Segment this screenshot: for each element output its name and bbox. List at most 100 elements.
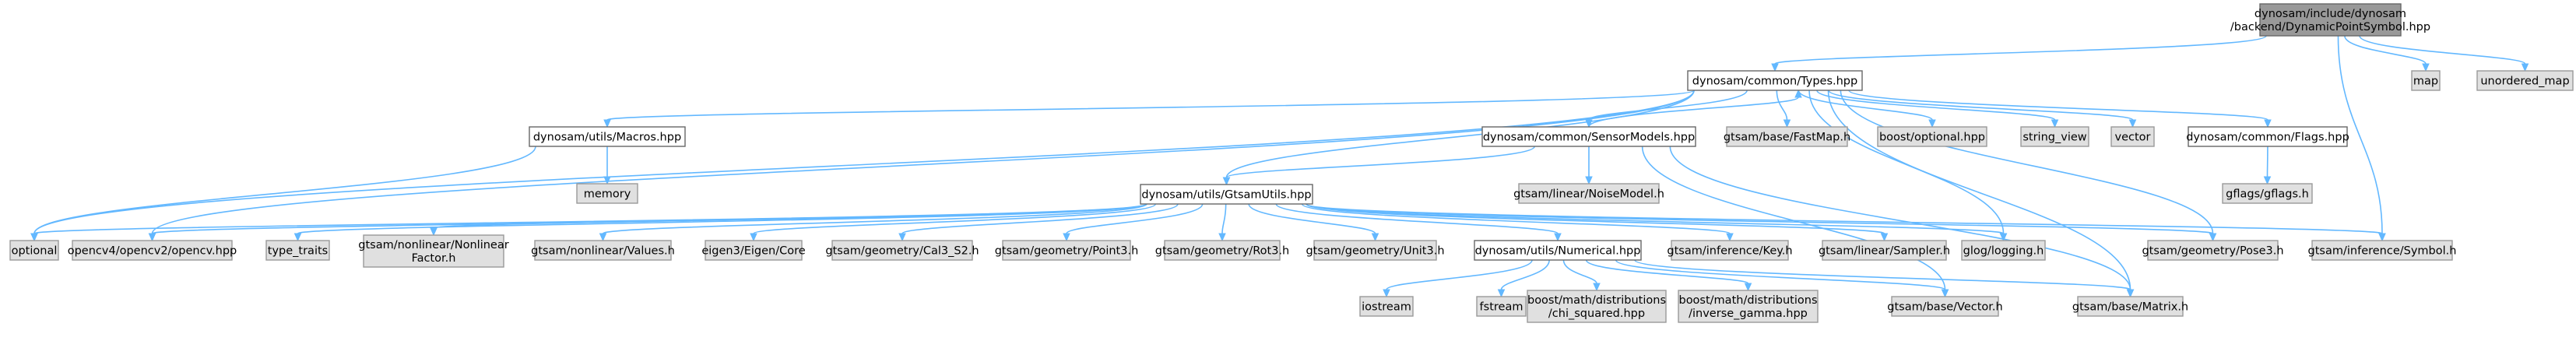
node-rot3[interactable]: gtsam/geometry/Rot3.h — [1155, 240, 1290, 261]
edge-line — [1808, 90, 2005, 234]
node-optional[interactable]: optional — [9, 240, 59, 261]
node-map[interactable]: map — [2411, 70, 2441, 91]
edge-gtsamutils-to-symbol — [1306, 203, 2386, 242]
edge-arrowhead — [2521, 63, 2529, 72]
node-label: dynosam/include/dynosam — [2254, 8, 2406, 20]
node-label: gtsam/geometry/Cal3_S2.h — [825, 245, 979, 258]
node-inverse-gamma[interactable]: boost/math/distributions/inverse_gamma.h… — [1678, 290, 1819, 323]
node-opencv[interactable]: opencv4/opencv2/opencv.hpp — [68, 240, 237, 261]
node-gtsamutils[interactable]: dynosam/utils/GtsamUtils.hpp — [1140, 184, 1313, 205]
node-point3[interactable]: gtsam/geometry/Point3.h — [995, 240, 1139, 261]
node-box — [1140, 184, 1313, 205]
node-box — [1481, 126, 1696, 147]
node-iostream[interactable]: iostream — [1359, 296, 1414, 317]
edge-types-to-sensormodels — [1585, 90, 1748, 128]
node-box — [1671, 240, 1789, 261]
node-label: gtsam/base/Matrix.h — [2072, 301, 2188, 314]
edge-arrowhead — [898, 233, 906, 242]
edge-arrowhead — [1585, 176, 1593, 185]
edge-line — [1774, 35, 2267, 65]
node-macros[interactable]: dynosam/utils/Macros.hpp — [529, 126, 686, 147]
node-box — [1678, 290, 1819, 323]
node-gmatrix[interactable]: gtsam/base/Matrix.h — [2072, 296, 2188, 317]
edge-line — [2337, 35, 2383, 234]
edge-line — [1386, 259, 1533, 290]
edge-arrowhead — [1383, 289, 1390, 298]
node-glog[interactable]: glog/logging.h — [1961, 240, 2046, 261]
edge-numerical-to-iostream — [1383, 259, 1533, 298]
node-fstream[interactable]: fstream — [1476, 296, 1527, 317]
node-string-view[interactable]: string_view — [2020, 126, 2089, 147]
node-unit3[interactable]: gtsam/geometry/Unit3.h — [1306, 240, 1445, 261]
node-chi-squared[interactable]: boost/math/distributions/chi_squared.hpp — [1527, 290, 1667, 323]
node-label: gtsam/geometry/Rot3.h — [1155, 245, 1290, 258]
node-box — [1476, 296, 1527, 317]
node-root[interactable]: dynosam/include/dynosam/backend/DynamicP… — [2230, 3, 2430, 37]
edge-line — [1500, 259, 1550, 290]
node-box — [534, 240, 672, 261]
edge-line — [33, 146, 536, 234]
node-symbol[interactable]: gtsam/inference/Symbol.h — [2308, 240, 2457, 261]
edge-arrowhead — [1928, 119, 1936, 128]
node-label: gtsam/inference/Symbol.h — [2308, 245, 2457, 258]
edge-line — [2359, 35, 2526, 65]
node-numerical[interactable]: dynosam/utils/Numerical.hpp — [1474, 240, 1642, 261]
edge-line — [1585, 259, 1749, 284]
node-values[interactable]: gtsam/nonlinear/Values.h — [531, 240, 675, 261]
edge-sensormodels-to-noisemodel — [1585, 146, 1593, 185]
node-noisemodel[interactable]: gtsam/linear/NoiseModel.h — [1513, 183, 1664, 204]
edge-gtsamutils-to-numerical — [1275, 203, 1562, 242]
node-label: map — [2413, 76, 2438, 88]
node-label: string_view — [2022, 132, 2086, 144]
edge-sensormodels-to-gtsamutils — [1222, 146, 1535, 186]
node-sensormodels[interactable]: dynosam/common/SensorModels.hpp — [1481, 126, 1696, 147]
node-box — [2110, 126, 2155, 147]
node-boost-optional[interactable]: boost/optional.hpp — [1877, 126, 1987, 147]
node-flags[interactable]: dynosam/common/Flags.hpp — [2186, 126, 2349, 147]
node-pose3[interactable]: gtsam/geometry/Pose3.h — [2142, 240, 2284, 261]
node-box — [831, 240, 973, 261]
node-sampler[interactable]: gtsam/linear/Sampler.h — [1819, 240, 1950, 261]
edge-numerical-to-chi-squared — [1562, 259, 1601, 292]
node-label: fstream — [1480, 301, 1523, 314]
edge-types-to-macros — [603, 90, 1695, 128]
edge-arrowhead — [1771, 63, 1779, 72]
node-vector[interactable]: vector — [2110, 126, 2155, 147]
edge-flags-to-gflags — [2263, 146, 2272, 185]
edge-line — [433, 203, 1147, 229]
node-cal3s2[interactable]: gtsam/geometry/Cal3_S2.h — [825, 240, 979, 261]
edge-types-to-fastmap — [1776, 90, 1791, 128]
node-label: Factor.h — [412, 252, 456, 265]
node-label: memory — [584, 188, 631, 201]
node-eigencore[interactable]: eigen3/Eigen/Core — [701, 240, 806, 261]
node-box — [1687, 70, 1863, 91]
node-gflags[interactable]: gflags/gflags.h — [2222, 183, 2313, 204]
edge-line — [1669, 146, 2131, 290]
edge-gtsamutils-to-glog — [1306, 203, 2008, 242]
node-types[interactable]: dynosam/common/Types.hpp — [1687, 70, 1863, 91]
edge-numerical-to-gvector — [1615, 259, 1949, 298]
edge-numerical-to-inverse-gamma — [1585, 259, 1752, 292]
node-unordered-map[interactable]: unordered_map — [2476, 70, 2574, 91]
node-label: gtsam/nonlinear/Values.h — [531, 245, 675, 258]
node-gvector[interactable]: gtsam/base/Vector.h — [1887, 296, 2003, 317]
node-label: gflags/gflags.h — [2226, 188, 2309, 201]
edge-types-to-flags — [1848, 90, 2272, 128]
node-memory[interactable]: memory — [576, 183, 638, 204]
node-type-traits[interactable]: type_traits — [265, 240, 330, 261]
node-fastmap[interactable]: gtsam/base/FastMap.h — [1724, 126, 1850, 147]
node-box — [1359, 296, 1414, 317]
edge-arrowhead — [2263, 176, 2272, 185]
edge-arrowhead — [750, 233, 757, 242]
node-label: dynosam/utils/GtsamUtils.hpp — [1141, 189, 1311, 202]
edge-numerical-to-fstream — [1497, 259, 1550, 298]
node-label: /backend/DynamicPointSymbol.hpp — [2230, 21, 2430, 33]
edge-arrowhead — [148, 233, 156, 242]
node-key[interactable]: gtsam/inference/Key.h — [1667, 240, 1793, 261]
edge-line — [1225, 90, 1695, 178]
edge-arrowhead — [2128, 119, 2137, 128]
edge-arrowhead — [1941, 289, 1949, 298]
node-box — [2077, 296, 2184, 317]
edge-line — [1306, 203, 2383, 234]
